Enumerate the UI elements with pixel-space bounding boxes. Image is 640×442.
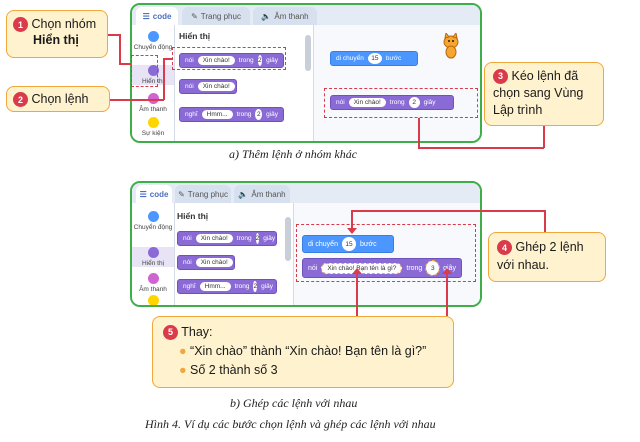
think-for-block-b[interactable]: nghĩ Hmm... trong 2 giây (177, 279, 277, 294)
category-looks-b[interactable]: Hiển thị (132, 247, 174, 267)
palette-title: Hiển thị (179, 31, 211, 41)
code-icon-b: ☰ (139, 189, 147, 199)
code-icon: ☰ (142, 11, 150, 21)
callout-step-1: 1 Chọn nhóm Hiển thị (6, 10, 108, 58)
brush-icon-b: ✎ (178, 189, 185, 199)
connector-4c (351, 210, 353, 230)
caption-b: b) Ghép các lệnh với nhau (230, 396, 358, 410)
tab-bar: ☰ code ✎ Trang phục 🔈 Âm thanh (132, 5, 480, 25)
category-motion[interactable]: Chuyển động (132, 31, 174, 51)
looks-dot-icon (147, 65, 159, 76)
highlight-workspace-block (324, 88, 478, 118)
events-dot-icon-b (147, 295, 159, 305)
category-events[interactable]: Sự kiện (132, 117, 174, 137)
connector-2c (163, 58, 172, 60)
tab-sound-b[interactable]: 🔈 Âm thanh (234, 185, 290, 203)
connector-2a (110, 99, 164, 101)
sound-dot-icon-b (147, 273, 159, 284)
highlight-palette-block (172, 47, 286, 70)
motion-dot-icon (147, 31, 159, 42)
connector-4b (544, 210, 546, 232)
scratch-window-a: ☰ code ✎ Trang phục 🔈 Âm thanh Chuyển độ… (130, 3, 482, 143)
speaker-icon: 🔈 (261, 11, 272, 21)
events-dot-icon (147, 117, 159, 128)
connector-1a (108, 34, 120, 36)
callout-step-5: 5 Thay: ● “Xin chào” thành “Xin chào! Bạ… (152, 316, 454, 388)
bullet-icon: ● (179, 344, 187, 358)
connector-5a (356, 272, 358, 316)
category-events-b[interactable] (132, 295, 174, 305)
palette-title-b: Hiển thị (177, 211, 209, 221)
looks-dot-icon-b (147, 247, 159, 258)
tab-code[interactable]: ☰ code (136, 7, 178, 25)
say-block-b[interactable]: nói Xin chào! (177, 255, 235, 270)
tab-costume-b[interactable]: ✎ Trang phục (175, 185, 231, 203)
step-4-marker: 4 (497, 240, 512, 256)
step-2-marker: 2 (13, 92, 28, 108)
motion-dot-icon-b (147, 211, 159, 222)
bullet-icon: ● (179, 363, 187, 377)
move-block[interactable]: di chuyển 15 bước (330, 51, 418, 66)
speaker-icon-b: 🔈 (238, 189, 249, 199)
callout-step-2: 2 Chọn lệnh (6, 86, 110, 112)
say-for-block-b[interactable]: nói Xin chào! trong 2 giây (177, 231, 277, 246)
highlight-joined-blocks (296, 224, 476, 282)
think-for-block[interactable]: nghĩ Hmm... trong 2 giây (179, 107, 284, 122)
move-block-b[interactable]: di chuyển 15 bước (302, 235, 394, 253)
connector-4a (351, 210, 545, 212)
block-palette: Hiển thị nói Xin chào! trong 2 giây nói … (175, 25, 314, 141)
category-motion-b[interactable]: Chuyển động (132, 211, 174, 231)
connector-2b (163, 58, 165, 100)
block-palette-b: Hiển thị nói Xin chào! trong 2 giây nói … (175, 203, 294, 305)
figure-caption: Hình 4. Ví dụ các bước chọn lệnh và ghép… (145, 417, 436, 431)
arrow-up-left-icon (352, 268, 362, 274)
palette-scrollbar[interactable] (305, 35, 311, 71)
arrow-up-right-icon (442, 268, 452, 274)
arrow-down-icon (347, 228, 357, 234)
say-block[interactable]: nói Xin chào! (179, 79, 237, 94)
connector-5b (446, 272, 448, 316)
cat-sprite-icon (442, 31, 460, 59)
tab-code-b[interactable]: ☰ code (136, 185, 172, 203)
connector-3b (418, 147, 544, 149)
callout-step-3: 3 Kéo lệnh đã chọn sang Vùng Lập trình (484, 62, 604, 126)
say-for-block-workspace[interactable]: nói Xin chào! trong 2 giây (330, 95, 454, 110)
connector-3c (543, 126, 545, 148)
palette-scrollbar-b[interactable] (285, 217, 291, 261)
tab-sound[interactable]: 🔈 Âm thanh (253, 7, 317, 25)
callout-step-4: 4 Ghép 2 lệnh với nhau. (488, 232, 606, 282)
highlight-looks-category (131, 55, 158, 87)
category-sound-b[interactable]: Âm thanh (132, 273, 174, 293)
caption-a: a) Thêm lệnh ở nhóm khác (229, 147, 358, 161)
code-area: di chuyển 15 bước nói Xin chào! trong 2 … (314, 25, 480, 141)
tab-costume[interactable]: ✎ Trang phục (182, 7, 250, 25)
tab-bar-b: ☰ code ✎ Trang phục 🔈 Âm thanh (132, 183, 480, 203)
brush-icon: ✎ (191, 11, 198, 21)
connector-3a (418, 118, 420, 148)
category-sound[interactable]: Âm thanh (132, 93, 174, 113)
say-for-block[interactable]: nói Xin chào! trong 2 giây (179, 53, 284, 68)
category-column-b: Chuyển động Hiển thị Âm thanh (132, 203, 175, 305)
sound-dot-icon (147, 93, 159, 104)
step-5-marker: 5 (163, 325, 178, 341)
step-3-marker: 3 (493, 69, 508, 85)
connector-1c (119, 63, 131, 65)
connector-1b (119, 34, 121, 64)
step-1-marker: 1 (13, 17, 28, 33)
